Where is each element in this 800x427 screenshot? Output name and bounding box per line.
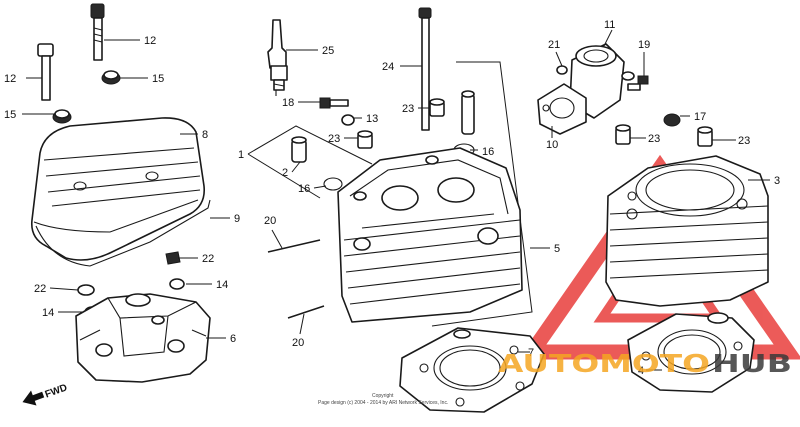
washer-15-left <box>52 109 72 124</box>
washer-22-lower <box>77 284 95 296</box>
dowel-23-b <box>357 130 373 149</box>
dowel-23-c <box>615 124 631 145</box>
callout-6: 6 <box>230 333 236 345</box>
leader-lines <box>22 29 770 371</box>
callout-20-upper: 20 <box>264 215 276 227</box>
cylinder-block <box>605 155 769 307</box>
callout-8: 8 <box>202 129 208 141</box>
svg-text:HUB: HUB <box>712 349 792 378</box>
valve-guide <box>461 90 475 135</box>
callout-19: 19 <box>638 39 650 51</box>
callout-10: 10 <box>546 139 558 151</box>
callout-22-lower: 22 <box>34 283 46 295</box>
camshaft-holder <box>75 293 211 383</box>
callout-22-upper: 22 <box>202 253 214 265</box>
watermark-text-hub: HUB <box>712 349 792 378</box>
long-stud-24 <box>418 7 432 131</box>
callout-23-b: 23 <box>402 103 414 115</box>
callout-7: 7 <box>528 347 534 359</box>
watermark-text-automoto: AUTOMOTO <box>498 349 710 378</box>
nut-17 <box>663 113 681 127</box>
callout-23-a: 23 <box>328 133 340 145</box>
svg-text:AUTOMOTO: AUTOMOTO <box>498 349 710 378</box>
copyright-line-2: Page design (c) 2004 - 2014 by ARI Netwo… <box>318 400 448 406</box>
callout-14-right: 14 <box>216 279 228 291</box>
callout-21: 21 <box>548 39 560 51</box>
copyright-line-1: Copyright <box>372 393 394 399</box>
stud-20-upper <box>267 239 321 253</box>
callout-numbers: 12 12 15 15 8 9 22 22 14 14 6 25 18 13 2… <box>4 19 780 377</box>
fwd-arrow-icon <box>22 390 45 406</box>
callout-3: 3 <box>774 175 780 187</box>
callout-1: 1 <box>238 149 244 161</box>
cylinder-head <box>337 147 523 323</box>
cylinder-base-gasket <box>627 312 755 393</box>
watermark-logo-text: AUTOMOTO HUB <box>498 349 792 378</box>
cap-nut-22-upper <box>165 251 181 265</box>
washer-15-right <box>101 70 121 85</box>
intake-insulator <box>537 83 587 135</box>
forward-direction-indicator: FWD <box>22 382 69 406</box>
head-cover-gasket <box>35 199 211 267</box>
washer-13 <box>341 114 355 126</box>
callout-23-c: 23 <box>648 133 660 145</box>
intake-bolt-19 <box>627 75 649 91</box>
callout-13: 13 <box>366 113 378 125</box>
bolt-18 <box>319 97 349 109</box>
callout-11: 11 <box>604 19 615 31</box>
callout-16-right: 16 <box>482 146 494 158</box>
o-ring-16-left <box>323 177 343 191</box>
fwd-label: FWD <box>44 382 69 400</box>
callout-23-d: 23 <box>738 135 750 147</box>
callout-16-left: 16 <box>298 183 310 195</box>
dowel-23-d <box>697 126 713 147</box>
callout-25: 25 <box>322 45 334 57</box>
callout-12-left: 12 <box>4 73 16 85</box>
cylinder-head-box <box>431 61 533 327</box>
spark-plug <box>267 19 288 96</box>
callout-14-left: 14 <box>42 307 54 319</box>
callout-17: 17 <box>694 111 706 123</box>
cover-bolt-12-right <box>90 3 105 61</box>
callout-5: 5 <box>554 243 560 255</box>
callout-15-right: 15 <box>152 73 164 85</box>
callout-24: 24 <box>382 61 394 73</box>
callout-15-left: 15 <box>4 109 16 121</box>
callout-12-right: 12 <box>144 35 156 47</box>
dowel-23-a <box>429 98 445 117</box>
callout-4: 4 <box>638 365 644 377</box>
sub-assembly-bracket <box>247 125 373 199</box>
callout-9: 9 <box>234 213 240 225</box>
callout-2: 2 <box>282 167 288 179</box>
washer-21 <box>556 65 568 75</box>
cover-bolt-12-left <box>37 43 54 101</box>
head-gasket <box>399 327 545 413</box>
tappet-cap <box>291 136 307 163</box>
callout-20-lower: 20 <box>292 337 304 349</box>
washer-14-right <box>169 278 185 290</box>
callout-18: 18 <box>282 97 294 109</box>
cylinder-head-cover <box>30 117 206 261</box>
stud-20-lower <box>287 305 325 319</box>
